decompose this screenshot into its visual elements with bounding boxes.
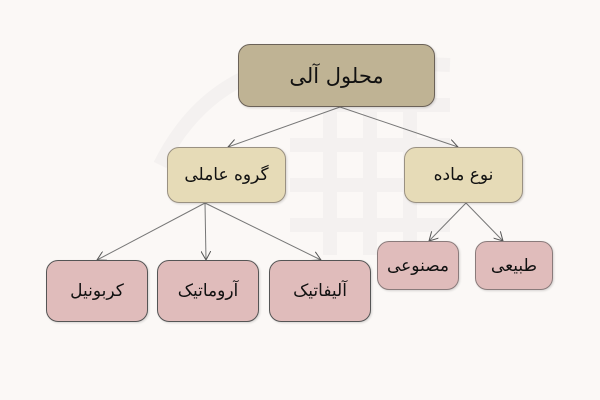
node-label: نوع ماده (433, 165, 494, 185)
leaf-carbonyl: کربونیل (46, 260, 148, 322)
leaf-aromatic: آروماتیک (157, 260, 259, 322)
node-material-type: نوع ماده (404, 147, 523, 203)
leaf-label: آلیفاتیک (293, 281, 347, 301)
node-functional-group: گروه عاملی (167, 147, 286, 203)
leaf-label: طبیعی (490, 255, 538, 276)
leaf-synthetic: مصنوعی (377, 241, 459, 290)
leaf-label: مصنوعی (386, 255, 450, 276)
leaf-natural: طبیعی (475, 241, 553, 290)
root-node: محلول آلی (238, 44, 435, 107)
root-label: محلول آلی (289, 63, 384, 88)
leaf-label: کربونیل (70, 281, 124, 301)
leaf-aliphatic: آلیفاتیک (269, 260, 371, 322)
node-label: گروه عاملی (184, 165, 269, 185)
leaf-label: آروماتیک (177, 281, 239, 301)
